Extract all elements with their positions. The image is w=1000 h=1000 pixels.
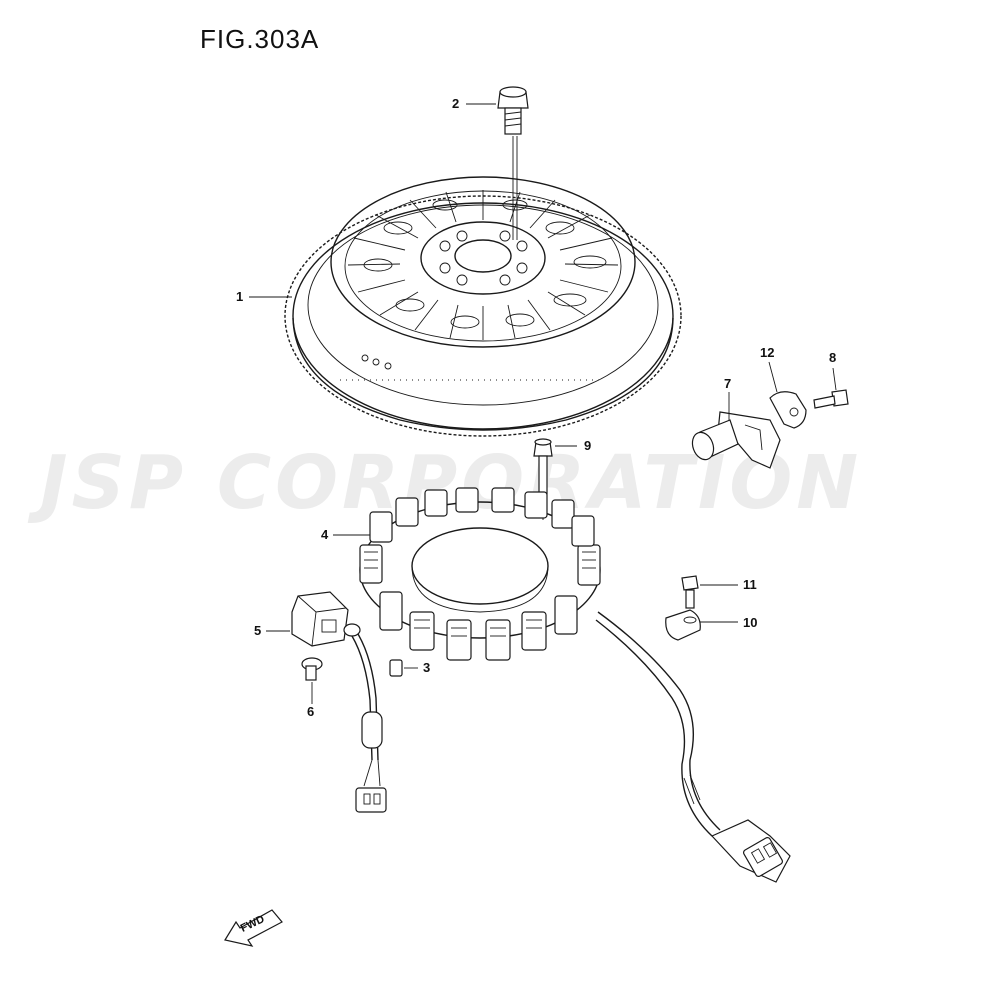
bolt-sensor (813, 389, 849, 409)
figure-title: FIG.303A (200, 24, 320, 54)
callout-4: 4 (321, 527, 329, 542)
callout-6: 6 (307, 704, 315, 719)
spacer (769, 391, 807, 429)
stator (359, 487, 601, 661)
clamp (665, 609, 701, 641)
callout-1: 1 (236, 289, 244, 304)
bolt-stator (533, 438, 553, 495)
callout-7: 7 (724, 376, 732, 391)
callout-12: 12 (760, 345, 775, 360)
clamp-bolt (681, 575, 699, 609)
callout-9: 9 (584, 438, 592, 453)
pulser-coil (291, 591, 387, 813)
callout-3: 3 (423, 660, 431, 675)
callout-10: 10 (743, 615, 758, 630)
callout-5: 5 (254, 623, 262, 638)
flywheel (284, 176, 682, 437)
watermark: JSP CORPORATION (40, 440, 863, 526)
bolt-top (497, 86, 529, 135)
callout-8: 8 (829, 350, 837, 365)
key (389, 659, 403, 677)
screw (301, 657, 323, 681)
stator-harness (595, 611, 791, 883)
stator-connector (710, 819, 791, 883)
callout-2: 2 (452, 96, 460, 111)
arrow-forward-icon (224, 909, 283, 947)
callout-11: 11 (743, 577, 757, 592)
sensor (691, 411, 781, 469)
